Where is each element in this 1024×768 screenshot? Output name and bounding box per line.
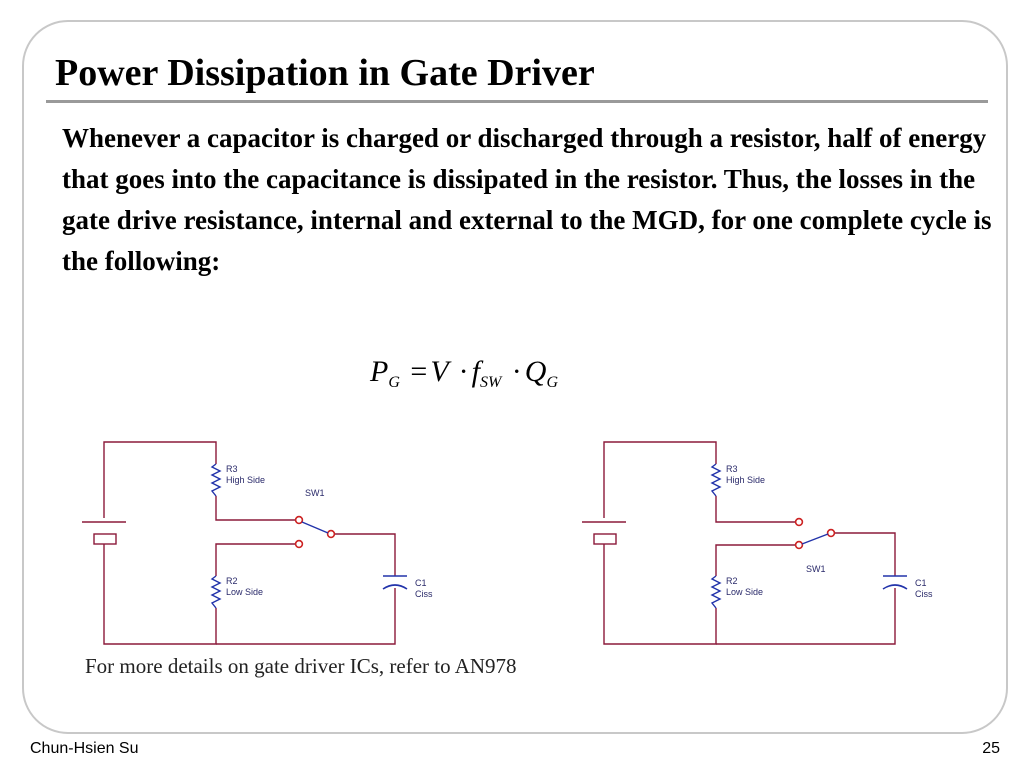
footnote-reference: For more details on gate driver ICs, ref… xyxy=(85,654,517,678)
c1-desc-right: Ciss xyxy=(915,589,933,599)
formula-q-sub: G xyxy=(546,374,559,391)
formula-p-sub: G xyxy=(388,374,400,391)
slide-body-text: Whenever a capacitor is charged or disch… xyxy=(62,123,992,276)
r2-name-right: R2 xyxy=(726,576,738,586)
formula-dot-2: · xyxy=(511,355,522,388)
page-number: 25 xyxy=(982,740,1000,757)
capacitor-c1-right xyxy=(882,575,908,590)
circuit-diagram-charging: R3 High Side R2 Low Side SW1 C1 Ciss xyxy=(82,441,433,645)
switch-sw1-left xyxy=(294,515,336,549)
footer-author: Chun-Hsien Su xyxy=(30,740,139,757)
r2-desc-right: Low Side xyxy=(726,587,763,597)
c1-desc-left: Ciss xyxy=(415,589,433,599)
r3-desc-left: High Side xyxy=(226,475,265,485)
r3-name-left: R3 xyxy=(226,464,238,474)
formula-equals: = xyxy=(410,355,428,388)
resistor-r2-right xyxy=(710,575,722,609)
circuit-wires-left xyxy=(103,441,396,645)
slide-title: Power Dissipation in Gate Driver xyxy=(55,52,595,94)
r3-name-right: R3 xyxy=(726,464,738,474)
c1-name-right: C1 xyxy=(915,578,927,588)
formula-dot-1: · xyxy=(458,355,469,388)
circuit-diagram-discharging: R3 High Side R2 Low Side SW1 C1 Ciss xyxy=(582,441,933,645)
circuit-wires-right xyxy=(603,441,896,645)
sw1-label-right: SW1 xyxy=(806,564,826,574)
capacitor-c1-left xyxy=(382,575,408,590)
power-formula: PG =V ·fSW ·QG xyxy=(370,352,558,403)
resistor-r3-right xyxy=(710,463,722,497)
sw1-label-left: SW1 xyxy=(305,488,325,498)
slide-frame xyxy=(22,20,1008,734)
formula-q: Q xyxy=(524,355,547,388)
battery-symbol-right xyxy=(582,521,626,545)
r3-desc-right: High Side xyxy=(726,475,765,485)
c1-name-left: C1 xyxy=(415,578,427,588)
battery-symbol-left xyxy=(82,521,126,545)
formula-f: f xyxy=(471,355,480,388)
r2-name-left: R2 xyxy=(226,576,238,586)
resistor-r3-left xyxy=(210,463,222,497)
resistor-r2-left xyxy=(210,575,222,609)
formula-p: P xyxy=(370,355,389,388)
title-underline xyxy=(46,100,988,103)
switch-sw1-right xyxy=(794,517,836,550)
r2-desc-left: Low Side xyxy=(226,587,263,597)
formula-f-sub: SW xyxy=(479,374,502,391)
formula-v: V xyxy=(430,355,449,388)
